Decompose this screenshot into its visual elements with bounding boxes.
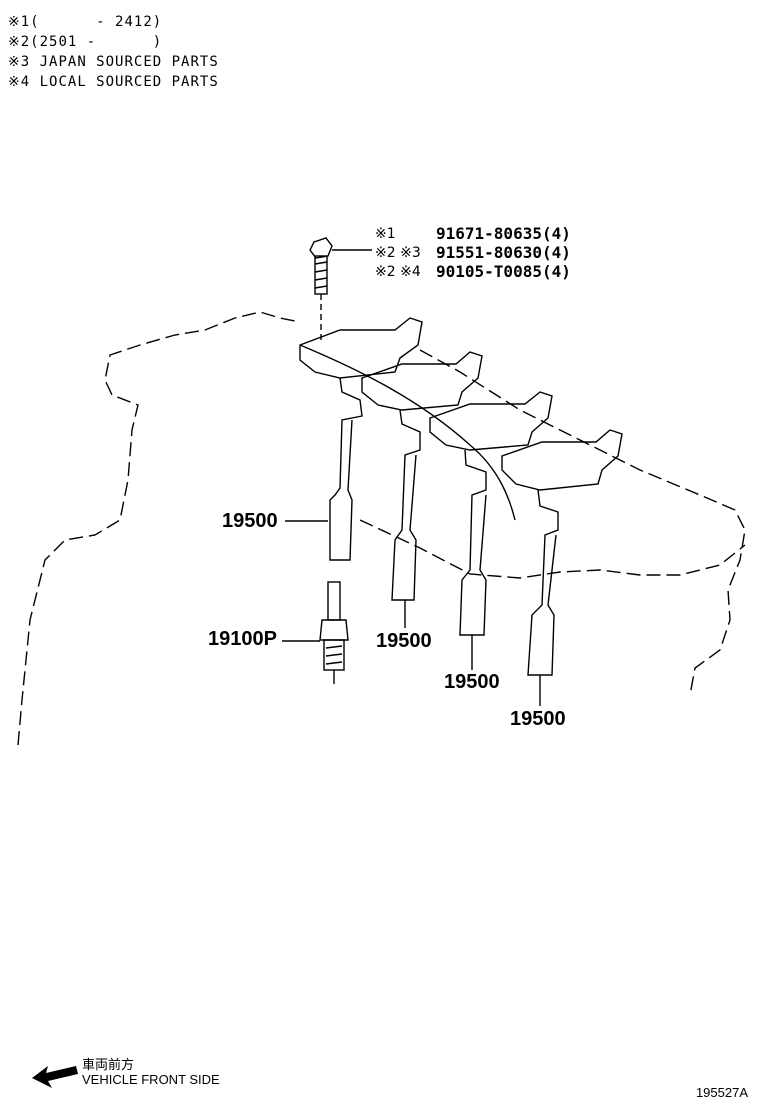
- note-4-mark: ※4: [8, 74, 31, 90]
- note-2-mark: ※2: [8, 34, 31, 50]
- direction-jp: 車両前方: [82, 1058, 135, 1073]
- bolt-part-2-marks: ※2 ※3: [375, 245, 421, 261]
- label-coil-1[interactable]: 19500: [222, 510, 278, 532]
- note-4-text: LOCAL SOURCED PARTS: [39, 74, 219, 90]
- note-2-text: (2501 - ): [30, 34, 163, 50]
- label-coil-4[interactable]: 19500: [510, 708, 566, 730]
- direction-en: VEHICLE FRONT SIDE: [82, 1072, 220, 1087]
- note-1-mark: ※1: [8, 14, 31, 30]
- label-coil-2[interactable]: 19500: [376, 630, 432, 652]
- label-coil-3[interactable]: 19500: [444, 671, 500, 693]
- bolt-part-1-marks: ※1: [375, 226, 396, 242]
- note-3: ※3 JAPAN SOURCED PARTS: [8, 54, 219, 70]
- bolt-part-2-number[interactable]: 91551-80630(4): [436, 243, 571, 262]
- label-spark-plug[interactable]: 19100P: [208, 628, 277, 650]
- note-1-text: ( - 2412): [30, 14, 163, 30]
- note-3-text: JAPAN SOURCED PARTS: [39, 54, 219, 70]
- bolt-part-1-number[interactable]: 91671-80635(4): [436, 224, 571, 243]
- note-4: ※4 LOCAL SOURCED PARTS: [8, 74, 219, 90]
- bolt-icon: [309, 237, 372, 340]
- note-1: ※1( - 2412): [8, 14, 162, 30]
- note-3-mark: ※3: [8, 54, 31, 70]
- bolt-part-3-number[interactable]: 90105-T0085(4): [436, 262, 571, 281]
- ignition-coil-1: [299, 317, 423, 561]
- spark-plug-icon: [319, 581, 349, 684]
- ignition-coil-2: [361, 351, 483, 601]
- ignition-coil-3: [429, 391, 553, 636]
- note-2: ※2(2501 - ): [8, 34, 162, 50]
- front-direction-arrow-icon: [32, 1066, 78, 1088]
- figure-ref: 195527A: [695, 1085, 748, 1100]
- ignition-coil-4: [501, 429, 623, 676]
- bolt-part-3-marks: ※2 ※4: [375, 264, 421, 280]
